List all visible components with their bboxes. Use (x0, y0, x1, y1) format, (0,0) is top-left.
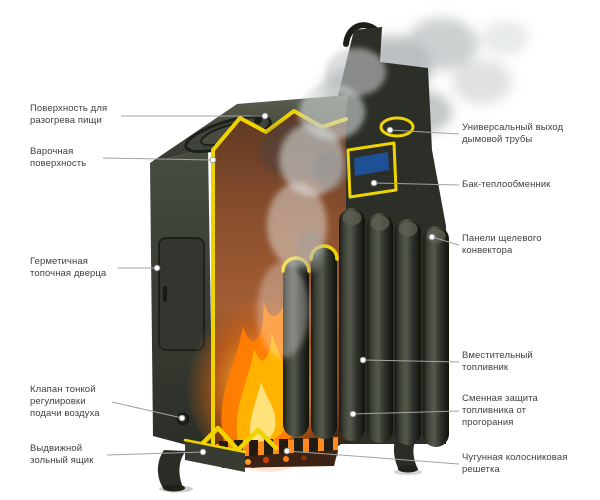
callout-lines (102, 112, 460, 465)
label-capacious-firebox: Вместительный топливник (462, 350, 533, 373)
inner-smoke (257, 48, 386, 358)
label-firebox-burnout-protection: Сменная защита топливника от прогорания (462, 393, 538, 428)
firebox-door (158, 237, 205, 351)
label-heat-exchanger-tank: Бак-теплообменник (462, 179, 551, 190)
heat-exchanger-tank (346, 141, 398, 199)
label-cooking-surface: Варочная поверхность (30, 146, 87, 169)
ash-drawer (183, 438, 247, 472)
ground-shadow (159, 469, 422, 493)
label-food-heating-surface: Поверхность для разогрева пищи (30, 103, 108, 126)
label-sealed-firebox-door: Герметичная топочная дверца (30, 256, 107, 279)
label-convector-panels: Панели щелевого конвектора (462, 233, 542, 256)
lid-knob (254, 116, 262, 124)
label-chimney-outlet: Универсальный выход дымовой трубы (462, 122, 564, 145)
label-cast-iron-grate: Чугунная колосниковая решетка (462, 452, 568, 475)
door-handle (163, 286, 167, 302)
chimney-outlet (379, 116, 415, 138)
label-ash-drawer: Выдвижной зольный ящик (30, 443, 94, 466)
label-air-supply-valve: Клапан тонкой регулировки подачи воздуха (30, 384, 100, 419)
callout-dots (153, 112, 436, 456)
